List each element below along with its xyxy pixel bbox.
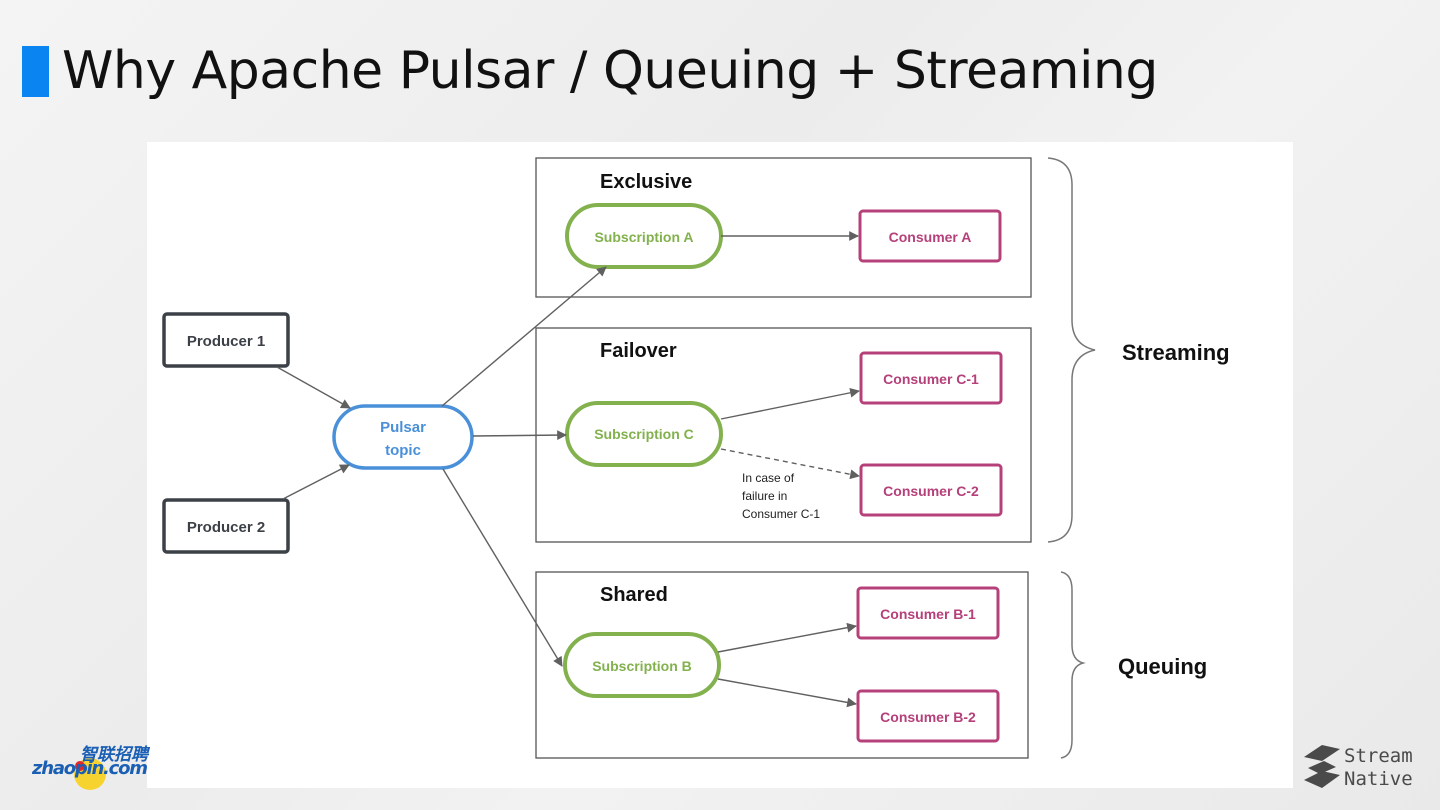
queuing-brace-icon: [1060, 571, 1086, 759]
consumer-b1-node: Consumer B-1: [856, 586, 1000, 640]
producer-1-node: Producer 1: [162, 312, 290, 368]
streamnative-logo: Stream Native: [1304, 745, 1413, 790]
arrow-sub-b-to-consumer-b2: [717, 678, 857, 708]
topic-label-line1: Pulsar: [380, 419, 426, 436]
failover-note-line3: Consumer C-1: [742, 507, 820, 521]
streamnative-logo-line1: Stream: [1344, 745, 1413, 767]
zhaopin-logo-latin: zhaopin.com: [32, 758, 148, 779]
consumer-b2-node: Consumer B-2: [856, 689, 1000, 743]
streamnative-logo-mark-icon: [1304, 745, 1340, 788]
subscription-c-label: Subscription C: [594, 426, 694, 442]
arrow-topic-to-sub-a: [441, 266, 607, 407]
topic-label-line2: topic: [385, 442, 421, 459]
arrow-sub-c-to-consumer-c1: [720, 387, 860, 420]
title-accent-bar: [22, 46, 49, 97]
zhaopin-logo: 智联招聘 zhaopin.com: [32, 745, 150, 790]
slide-title: Why Apache Pulsar / Queuing + Streaming: [62, 41, 1158, 101]
consumer-b1-label: Consumer B-1: [880, 606, 976, 622]
consumer-c2-node: Consumer C-2: [859, 463, 1003, 517]
queuing-label: Queuing: [1118, 654, 1207, 679]
exclusive-group-box: [535, 157, 1032, 298]
zhaopin-logo-ball-icon: [75, 761, 85, 771]
failover-title: Failover: [600, 340, 677, 362]
arrow-producer2-to-topic: [282, 464, 350, 500]
subscription-b-label: Subscription B: [592, 658, 692, 674]
subscription-a-node: Subscription A: [565, 203, 723, 269]
consumer-a-label: Consumer A: [889, 229, 972, 245]
streaming-label: Streaming: [1122, 340, 1230, 365]
shared-group-box: [535, 571, 1029, 759]
consumer-c1-node: Consumer C-1: [859, 351, 1003, 405]
consumer-c2-label: Consumer C-2: [883, 483, 979, 499]
arrow-topic-to-sub-c: [472, 430, 567, 440]
arrow-sub-c-to-consumer-c2-dashed: [720, 448, 860, 480]
streamnative-logo-line2: Native: [1344, 768, 1413, 790]
producer-2-label: Producer 2: [187, 519, 265, 536]
subscription-b-node: Subscription B: [563, 632, 721, 698]
zhaopin-logo-cjk: 智联招聘: [80, 745, 150, 765]
consumer-a-node: Consumer A: [858, 209, 1002, 263]
failover-note-line1: In case of: [742, 471, 795, 485]
arrow-producer1-to-topic: [276, 366, 351, 409]
streaming-brace-icon: [1047, 157, 1096, 543]
arrow-sub-b-to-consumer-b1: [717, 622, 857, 653]
failover-note-line2: failure in: [742, 489, 787, 503]
pulsar-topic-node: Pulsar topic: [332, 404, 474, 470]
producer-2-node: Producer 2: [162, 498, 290, 554]
producer-1-label: Producer 1: [187, 333, 265, 350]
arrow-topic-to-sub-b: [442, 468, 563, 667]
subscription-c-node: Subscription C: [565, 401, 723, 467]
exclusive-title: Exclusive: [600, 171, 692, 193]
consumer-b2-label: Consumer B-2: [880, 709, 976, 725]
shared-title: Shared: [600, 584, 668, 606]
subscription-a-label: Subscription A: [594, 229, 693, 245]
consumer-c1-label: Consumer C-1: [883, 371, 979, 387]
